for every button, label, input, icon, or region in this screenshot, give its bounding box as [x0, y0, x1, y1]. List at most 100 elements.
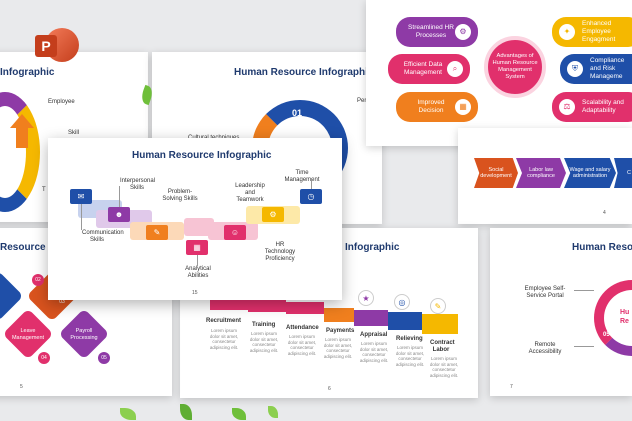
chart-icon: ▦ [455, 99, 471, 115]
slide-title: Human Resource Infographic [234, 67, 374, 78]
leader-line-2 [119, 186, 120, 207]
stage-body-2: Lorem ipsum dolor sit amet, consectetur … [249, 331, 279, 353]
bubble-compliance: ⛨ Compliance and Risk Manageme [560, 54, 632, 84]
label-hr-technology: HR Technology Proficiency [264, 242, 296, 262]
leaf-decoration [180, 404, 192, 420]
chevron-labor-law: Labor law compliance [516, 158, 566, 188]
step-problem-solving: ✎ [146, 225, 168, 240]
appraisal-icon: ★ [358, 290, 374, 306]
page-number: 15 [192, 290, 198, 296]
powerpoint-logo-square: P [35, 35, 57, 57]
hub-ring [594, 280, 632, 356]
badge-04: 04 [38, 352, 50, 364]
contract-labor-icon: ✎ [430, 298, 446, 314]
step-communication: ✉ [70, 189, 92, 204]
label-remote-access: Remote Accessibility [528, 342, 562, 355]
bubble-scalability: ⚖ Scalability and Adaptability [552, 92, 632, 122]
stage-body-1: Lorem ipsum dolor sit amet, consectetur … [209, 328, 239, 350]
label-interpersonal-skills: Interpersonal Skills [120, 178, 156, 191]
label-fragment: T [42, 187, 46, 193]
leave-management-label: Leave Management [11, 328, 45, 341]
slide-title: Human Resource Infographic [132, 150, 272, 161]
slide-top-right[interactable]: Advantages of Human Resource Management … [366, 0, 632, 146]
slide-main[interactable]: Human Resource Infographic ✉ ☻ ✎ ▦ ☺ ⚙ ◷… [48, 138, 342, 300]
label-leadership: Leadership and Teamwork [235, 183, 265, 203]
bubble-enhanced-engagement: ✦ Enhanced Employee Engagment [552, 17, 632, 47]
slide-title: Infographic [0, 67, 55, 78]
bubble-streamlined: Streamlined HR Processes ⚙ [396, 17, 478, 47]
step-hr-tech: ⚙ [262, 207, 284, 222]
stage-label-attendance: Attendance [286, 325, 319, 331]
step-analytical: ▦ [186, 240, 208, 255]
bubble-efficient-data: Efficient Data Management ⌕ [388, 54, 470, 84]
slide-top-left[interactable]: Infographic Employee Skill T [0, 52, 148, 222]
slide-bottom-right[interactable]: Human Resource Employee Self-Service Por… [490, 228, 632, 396]
hub-center-text: Hu Re [620, 309, 630, 325]
stage-block-1 [210, 298, 248, 310]
center-circle: Advantages of Human Resource Management … [484, 36, 546, 98]
stage-block-5 [354, 310, 388, 326]
stage-label-training: Training [252, 322, 276, 328]
chevron-partial: C [614, 158, 632, 188]
powerpoint-logo: P [35, 28, 79, 64]
bubble-label: Enhanced Employee Engagment [582, 20, 616, 43]
stage-block-2 [248, 300, 286, 312]
page-number: 4 [603, 210, 606, 216]
bubble-label: Scalability and Adaptability [582, 99, 624, 114]
bubble-label: Efficient Data Management [403, 61, 443, 76]
stage-block-7 [422, 314, 458, 334]
stage-label-contract-labor: Contract Labor [430, 340, 455, 353]
leaf-decoration [120, 408, 136, 420]
hub-number: 05 [603, 332, 610, 338]
leaf-decoration [232, 408, 246, 420]
leader-line-3 [197, 255, 198, 266]
arrow-up-stem [16, 128, 28, 148]
stage-block-6 [388, 312, 422, 330]
relieving-icon: ◎ [394, 294, 410, 310]
bubble-label: Improved Decision [417, 99, 445, 114]
page-number: 5 [20, 384, 23, 390]
stage-label-recruitment: Recruitment [206, 318, 242, 324]
badge-02: 02 [32, 274, 44, 286]
label-employee: Employee [48, 99, 75, 105]
step-leadership: ☺ [224, 225, 246, 240]
slide-mid-right[interactable]: Social development Labor law compliance … [458, 128, 632, 224]
label-skill: Skill [68, 130, 80, 136]
scale-icon: ⚖ [559, 99, 575, 115]
stage-label-payments: Payments [326, 328, 355, 334]
page-number: 6 [328, 386, 331, 392]
bubble-label: Streamlined HR Processes [408, 24, 454, 39]
lightbulb-icon: ✦ [559, 24, 575, 40]
stage-body-7: Lorem ipsum dolor sit amet, consectetur … [429, 356, 459, 378]
settings-icon: ⚙ [455, 24, 471, 40]
step-time-management: ◷ [300, 189, 322, 204]
stage-block-3 [286, 302, 324, 314]
diamond-left [0, 270, 24, 322]
leaf-decoration [268, 406, 278, 418]
shield-icon: ⛨ [567, 61, 583, 77]
bubble-improved-decision: Improved Decision ▦ [396, 92, 478, 122]
label-time-management: Time Management [284, 170, 320, 183]
bubble-label: Compliance and Risk Manageme [590, 57, 625, 80]
label-employee-portal: Employee Self-Service Portal [524, 286, 566, 299]
stage-body-6: Lorem ipsum dolor sit amet, consectetur … [395, 345, 425, 367]
step-interpersonal: ☻ [108, 207, 130, 222]
connector-line-top [574, 290, 594, 291]
stage-block-4 [324, 308, 354, 322]
stage-body-3: Lorem ipsum dolor sit amet, consectetur … [287, 334, 317, 356]
leader-line-1 [81, 204, 82, 230]
stage-body-5: Lorem ipsum dolor sit amet, consectetur … [359, 341, 389, 363]
label-communication-skills: Communication Skills [82, 230, 124, 243]
chevron-social-development: Social development [474, 158, 518, 188]
payroll-processing-label: Payroll Processing [70, 328, 98, 341]
slide-title: Infographic [345, 242, 400, 253]
badge-05: 05 [98, 352, 110, 364]
ring-number: 01 [292, 108, 303, 118]
stage-body-4: Lorem ipsum dolor sit amet, consectetur … [323, 337, 353, 359]
arrow-up-icon [10, 114, 34, 128]
label-fragment: Per [357, 98, 367, 104]
label-problem-solving: Problem-Solving Skills [162, 189, 198, 202]
chevron-wage-salary: Wage and salary administration [564, 158, 616, 188]
stage-label-relieving: Relieving [396, 336, 423, 342]
stage-label-appraisal: Appraisal [360, 332, 388, 338]
